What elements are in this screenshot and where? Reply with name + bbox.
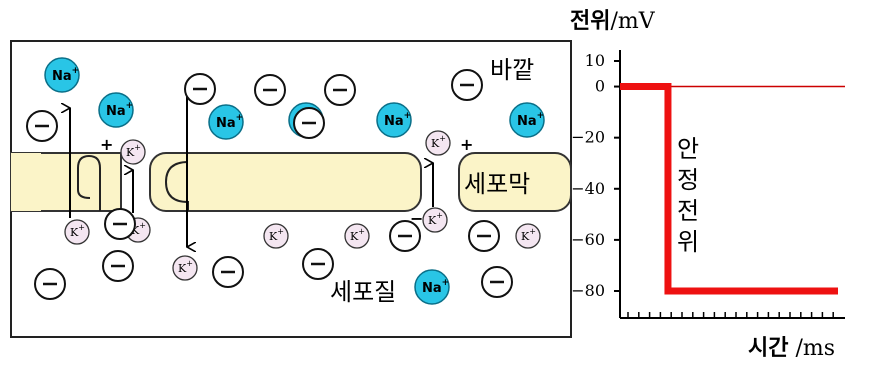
annotation-char: 안: [677, 135, 699, 163]
channel-loop-left: [77, 154, 101, 211]
y-tick-label: 10: [585, 51, 605, 70]
y-axis-title: 전위/mV: [570, 9, 656, 34]
y-tick-label: −40: [571, 179, 605, 198]
inside-label: 세포질: [330, 278, 396, 306]
plus-sign: +: [100, 135, 113, 154]
potassium-ion: K+: [263, 223, 289, 249]
anion: [34, 268, 66, 300]
annotation-char: 전: [677, 197, 699, 225]
anion: [324, 74, 356, 106]
anion: [302, 248, 334, 280]
potassium-ion: K+: [344, 223, 370, 249]
potential-trace: [620, 83, 838, 295]
ion-flow-arrows: [70, 92, 434, 247]
sodium-ion: Na+: [376, 102, 412, 138]
sodium-ion: Na+: [98, 92, 134, 128]
y-ticks: 10 0 −20 −40 −60 −80: [571, 51, 620, 300]
y-tick-label: −20: [571, 128, 605, 147]
anion: [102, 250, 134, 282]
x-axis-title-bold: 시간: [748, 336, 788, 361]
y-tick-label: −80: [571, 281, 605, 300]
potassium-ion: K+: [425, 130, 451, 156]
anion: [104, 208, 136, 240]
annotation-char: 위: [677, 228, 699, 256]
anion: [254, 74, 286, 106]
annotation-char: 정: [677, 166, 699, 194]
sodium-ion: Na+: [414, 269, 450, 305]
sodium-ion: Na+: [44, 57, 80, 93]
y-tick-label: 0: [595, 77, 605, 96]
potassium-ion: K+: [64, 219, 90, 245]
x-ticks: [627, 312, 834, 318]
potassium-ion: K+: [120, 139, 146, 165]
outside-label: 바깥: [490, 56, 534, 84]
membrane: [10, 152, 572, 212]
anion: [293, 107, 325, 139]
potassium-ion: K+: [515, 223, 541, 249]
anion: [481, 266, 513, 298]
x-axis-title-unit: /ms: [788, 336, 835, 361]
anion: [389, 220, 421, 252]
anion: [451, 69, 483, 101]
anion: [184, 73, 216, 105]
anion: [468, 220, 500, 252]
sodium-ion: Na+: [208, 104, 244, 140]
anion: [26, 110, 58, 142]
ions-layer: Na+Na+Na+Na+Na+Na+Na+K+K+K+K+K+K+K+K+K+: [26, 57, 545, 305]
anion: [212, 256, 244, 288]
y-axis-title-unit: /mV: [610, 9, 655, 34]
y-tick-label: −60: [571, 230, 605, 249]
x-axis-title: 시간 /ms: [748, 336, 835, 361]
sodium-ion: Na+: [509, 102, 545, 138]
channel-loop-middle: [164, 161, 189, 211]
plus-sign: +: [460, 135, 473, 154]
membrane-label: 세포막: [464, 170, 530, 198]
potassium-ion: K+: [422, 207, 448, 233]
potassium-ion: K+: [172, 255, 198, 281]
y-axis-title-bold: 전위: [570, 9, 610, 34]
